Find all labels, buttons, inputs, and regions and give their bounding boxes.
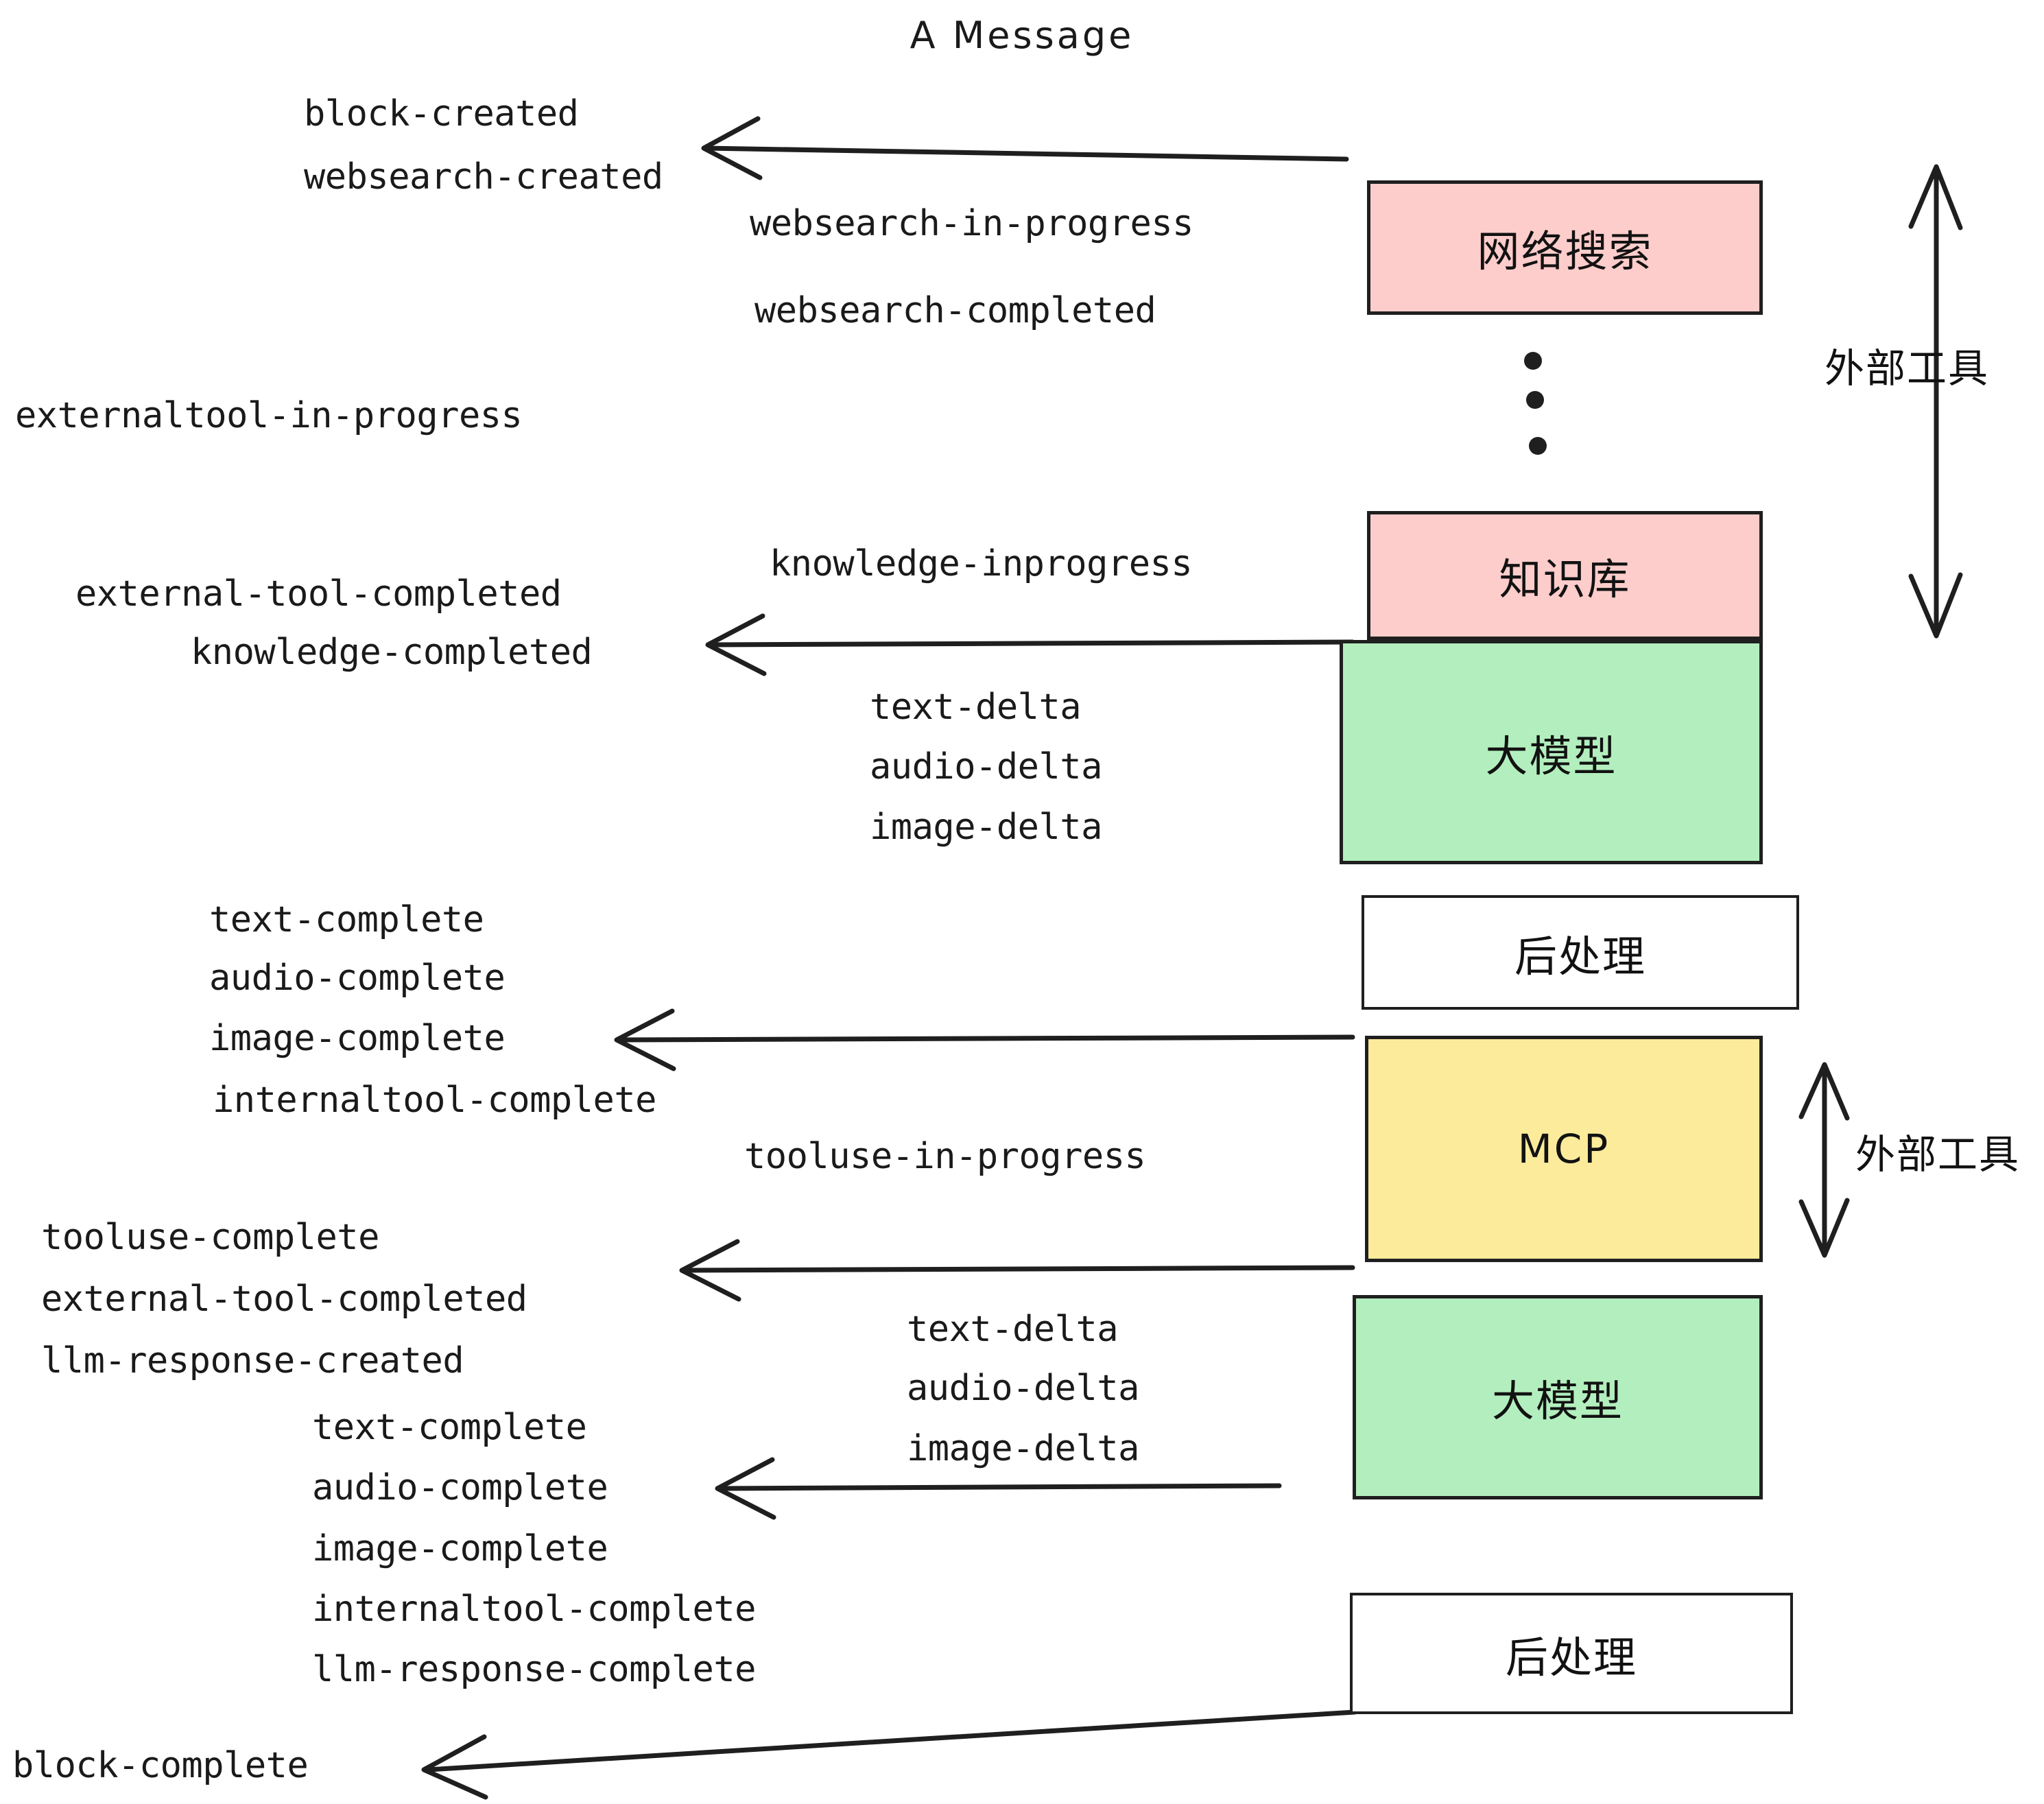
event-tooluse-in-progress: tooluse-in-progress: [744, 1136, 1146, 1177]
arrow-postprocess-to-image-complete: [614, 1008, 1355, 1071]
arrow-websearch-to-left: [701, 116, 1349, 180]
event-image-delta-2: image-delta: [907, 1428, 1139, 1469]
event-llm-response-created: llm-response-created: [41, 1340, 464, 1381]
box-knowledge[interactable]: 知识库: [1367, 511, 1763, 640]
box-label-mcp: MCP: [1517, 1126, 1611, 1172]
ellipsis-dot-1: [1524, 352, 1542, 370]
event-internaltool-complete-1: internaltool-complete: [213, 1080, 656, 1121]
box-label-websearch: 网络搜索: [1477, 226, 1653, 276]
event-audio-complete-1: audio-complete: [209, 958, 506, 999]
event-websearch-completed: websearch-completed: [754, 290, 1156, 331]
box-llm-top[interactable]: 大模型: [1340, 640, 1763, 864]
box-mcp[interactable]: MCP: [1365, 1036, 1763, 1262]
ellipsis-dot-2: [1526, 391, 1544, 409]
box-postprocess-top[interactable]: 后处理: [1362, 895, 1799, 1010]
box-label-postprocess-bottom: 后处理: [1505, 1632, 1637, 1683]
ellipsis-dot-3: [1529, 437, 1547, 455]
bracket-external-tools-top: [1908, 164, 1963, 639]
event-external-tool-completed-1: external-tool-completed: [75, 573, 562, 615]
event-internaltool-complete-2: internaltool-complete: [312, 1589, 756, 1630]
event-audio-delta-1: audio-delta: [870, 746, 1102, 787]
event-websearch-created: websearch-created: [304, 156, 663, 198]
bracket-external-tools-bottom: [1798, 1062, 1850, 1258]
event-knowledge-inprogress: knowledge-inprogress: [770, 543, 1193, 584]
event-audio-delta-2: audio-delta: [907, 1368, 1139, 1409]
event-text-delta-2: text-delta: [907, 1309, 1119, 1350]
box-label-postprocess-top: 后处理: [1514, 931, 1646, 982]
box-label-knowledge: 知识库: [1499, 554, 1631, 604]
arrow-postprocess-to-block-complete: [421, 1709, 1357, 1800]
arrow-knowledge-to-left: [705, 613, 1355, 676]
box-llm-bottom[interactable]: 大模型: [1353, 1295, 1763, 1499]
box-label-llm-bottom: 大模型: [1491, 1376, 1624, 1426]
box-label-llm-top: 大模型: [1485, 731, 1617, 781]
event-websearch-in-progress: websearch-in-progress: [750, 203, 1193, 244]
side-label-external-tools-top: 外部工具: [1825, 345, 1990, 392]
event-text-complete-1: text-complete: [209, 899, 484, 940]
event-externaltool-in-progress: externaltool-in-progress: [15, 395, 523, 436]
box-websearch[interactable]: 网络搜索: [1367, 180, 1763, 315]
event-block-created: block-created: [304, 93, 579, 134]
event-knowledge-completed: knowledge-completed: [191, 632, 593, 673]
event-image-complete-2: image-complete: [312, 1528, 608, 1569]
event-image-delta-1: image-delta: [870, 807, 1102, 848]
page-title: A Message: [910, 14, 1134, 57]
event-block-complete: block-complete: [12, 1745, 309, 1786]
event-tooluse-complete: tooluse-complete: [41, 1217, 379, 1258]
arrow-mcp-to-tooluse-complete: [679, 1239, 1355, 1302]
event-text-delta-1: text-delta: [870, 687, 1082, 728]
event-external-tool-completed-2: external-tool-completed: [41, 1279, 527, 1320]
event-image-complete-1: image-complete: [209, 1018, 506, 1059]
event-llm-response-complete: llm-response-complete: [312, 1649, 756, 1690]
box-postprocess-bottom[interactable]: 后处理: [1350, 1593, 1793, 1714]
event-text-complete-2: text-complete: [312, 1407, 587, 1448]
side-label-external-tools-bottom: 外部工具: [1855, 1131, 2021, 1178]
event-audio-complete-2: audio-complete: [312, 1467, 608, 1508]
